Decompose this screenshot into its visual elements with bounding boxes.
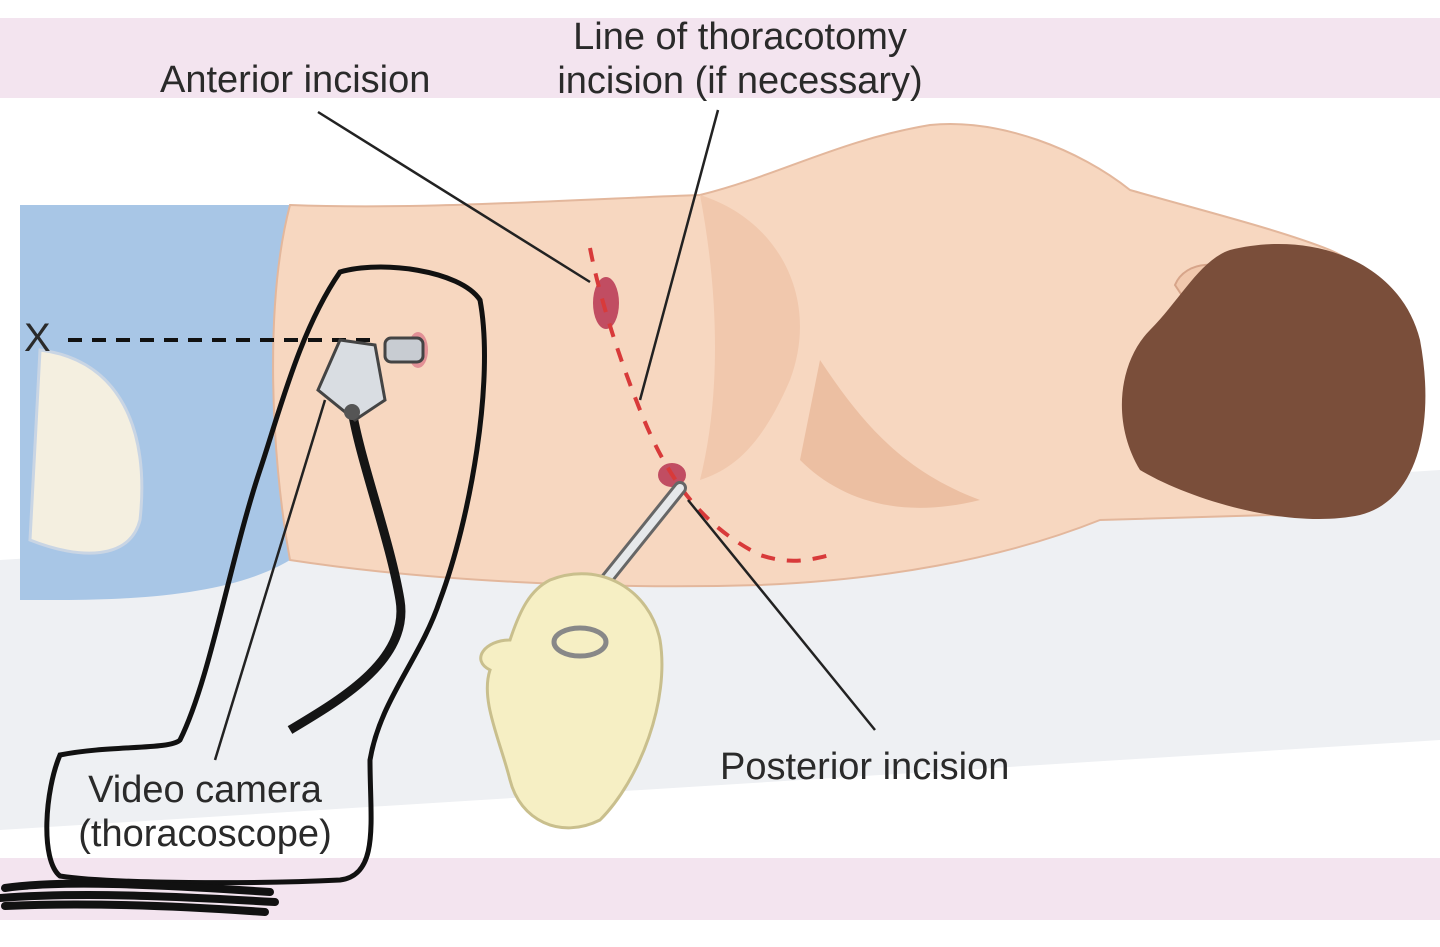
leader-anterior: [317, 110, 591, 284]
camera-cable: [287, 409, 406, 734]
label-video-camera-line-1: Video camera: [88, 769, 322, 811]
anterior-incision-mark: [593, 277, 619, 329]
freehand-outline: [44, 264, 487, 886]
leader-thoracotomy: [638, 109, 720, 401]
redaction-scribble: [0, 879, 279, 916]
axilla-shadow: [800, 360, 980, 508]
hair: [1121, 244, 1426, 519]
label-video-camera-line-2: (thoracoscope): [78, 813, 332, 855]
gloved-hand: [479, 481, 687, 830]
drape-fold: [28, 348, 144, 555]
label-posterior-incision: Posterior incision: [720, 746, 1010, 788]
x-marker: X: [24, 316, 51, 360]
top-band: [0, 18, 1440, 98]
label-video-camera: Video camera (thoracoscope): [60, 768, 350, 856]
label-thoracotomy-line: Line of thoracotomy incision (if necessa…: [530, 15, 950, 103]
label-thoracotomy-line-2: incision (if necessary): [557, 60, 923, 102]
thoracoscope-camera: [316, 336, 425, 422]
upper-arm: [700, 195, 800, 480]
leader-camera: [213, 399, 327, 761]
label-thoracotomy-line-1: Line of thoracotomy: [573, 16, 907, 58]
leader-posterior: [687, 499, 876, 731]
label-anterior-incision: Anterior incision: [160, 59, 431, 101]
